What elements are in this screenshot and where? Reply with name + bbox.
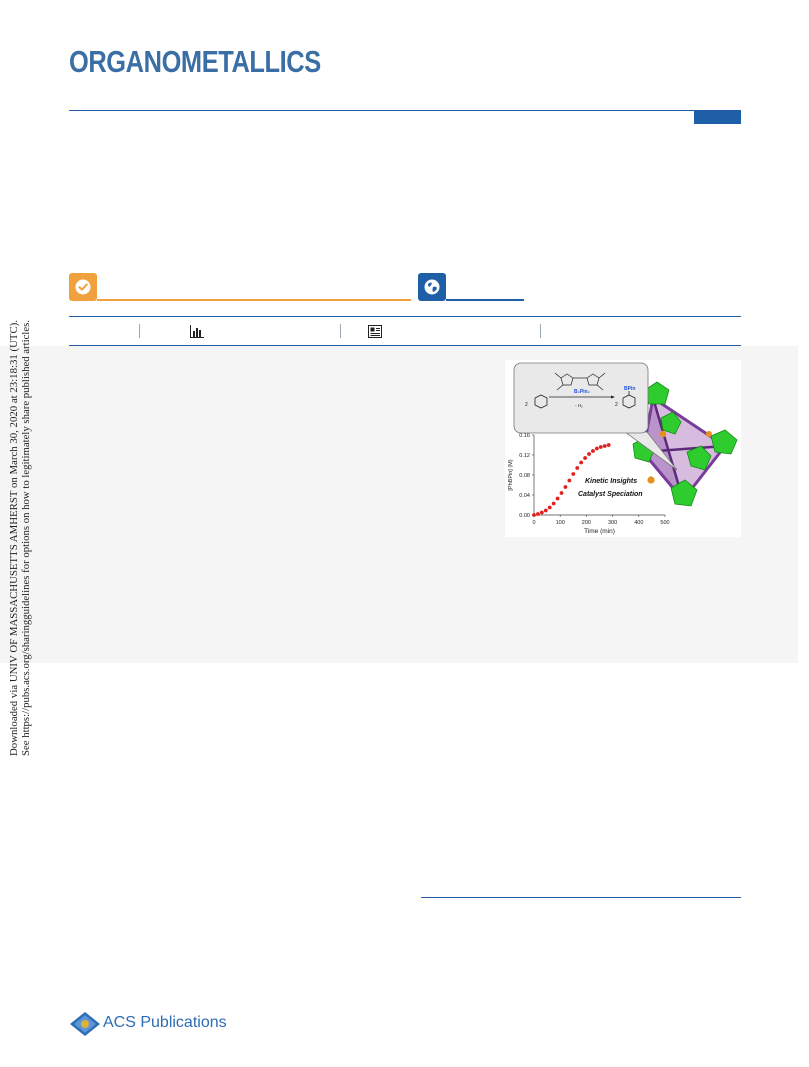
metrics-bottom-rule xyxy=(69,345,741,346)
chart-point xyxy=(594,446,599,451)
license-rule xyxy=(446,299,524,301)
download-notice: Downloaded via UNIV OF MASSACHUSETTS AMH… xyxy=(4,318,32,758)
coefficient-left: 2 xyxy=(525,402,528,408)
chart-point xyxy=(579,460,584,465)
chart-point xyxy=(606,443,611,447)
chart-x-tick-label: 200 xyxy=(582,520,591,526)
chart-y-ticks: 0.00 0.04 0.08 0.12 0.16 xyxy=(519,433,534,519)
product-label: BPin xyxy=(624,386,635,392)
journal-title: ORGANOMETALLICS xyxy=(69,44,321,79)
chart-point xyxy=(555,496,560,501)
check-badge[interactable] xyxy=(69,273,97,301)
chart-points xyxy=(532,443,611,517)
chart-point xyxy=(575,466,580,470)
scheme-callout: B₂Pin₂ - H₂ 2 2 BPin xyxy=(513,362,678,471)
chart-point xyxy=(547,505,552,510)
chart-point xyxy=(543,508,548,513)
metrics-separator xyxy=(540,324,541,338)
globe-icon xyxy=(424,279,440,295)
chart-point xyxy=(587,452,591,456)
chart-point xyxy=(532,513,536,517)
article-icon[interactable] xyxy=(368,325,382,338)
globe-badge[interactable] xyxy=(418,273,446,301)
benzene-structure xyxy=(534,394,548,409)
chart-point xyxy=(598,445,603,449)
download-notice-line1: Downloaded via UNIV OF MASSACHUSETTS AMH… xyxy=(8,320,20,756)
chart-point xyxy=(563,485,568,489)
byproduct-label: - H₂ xyxy=(575,403,583,408)
chart-y-tick-label: 0.08 xyxy=(519,473,530,479)
metrics-separator xyxy=(340,324,341,338)
b2pin2-structure xyxy=(554,372,606,391)
chart-point xyxy=(551,501,556,506)
chart-y-tick-label: 0.16 xyxy=(519,433,530,439)
access-rule xyxy=(97,299,411,301)
chart-point xyxy=(559,491,564,495)
chart-point xyxy=(571,472,576,476)
chart-y-label: [PhBPin] (M) xyxy=(508,459,514,490)
toc-graphic: B₂Pin₂ - H₂ 2 2 BPin 0.00 0.04 0.08 0.12 0.1… xyxy=(505,360,741,537)
chart-x-tick-label: 500 xyxy=(660,520,669,526)
coefficient-right: 2 xyxy=(615,402,618,408)
chart-y-tick-label: 0.12 xyxy=(519,453,530,459)
chart-x-tick-label: 0 xyxy=(532,520,535,526)
metrics-top-rule xyxy=(69,316,741,317)
chart-point xyxy=(583,456,587,460)
kinetics-chart: 0.00 0.04 0.08 0.12 0.16 0 100 200 300 400 500 Ti… xyxy=(508,433,670,535)
chart-x-tick-label: 400 xyxy=(634,520,643,526)
chart-x-tick-label: 300 xyxy=(608,520,617,526)
reagent-label: B₂Pin₂ xyxy=(574,389,590,395)
header-tab xyxy=(694,110,741,124)
publisher-name: ACS Publications xyxy=(103,1014,227,1031)
annotation-catalyst-speciation: Catalyst Speciation xyxy=(578,491,643,498)
chart-point xyxy=(539,510,544,515)
chart-point xyxy=(536,512,540,516)
chart-point xyxy=(567,478,572,483)
metrics-separator xyxy=(139,324,140,338)
chart-y-tick-label: 0.04 xyxy=(519,493,530,499)
checkmark-icon xyxy=(75,279,91,295)
acs-logo[interactable] xyxy=(69,1011,101,1037)
chart-x-label: Time (min) xyxy=(584,528,615,535)
header-rule xyxy=(69,110,741,111)
chart-point xyxy=(591,449,595,453)
footnote-rule xyxy=(421,897,741,898)
bar-chart-icon[interactable] xyxy=(190,325,204,338)
chart-y-tick-label: 0.00 xyxy=(519,513,530,519)
annotation-kinetic-insights: Kinetic Insights xyxy=(585,478,637,485)
chart-point xyxy=(602,444,607,448)
download-notice-line2: See https://pubs.acs.org/sharingguidelin… xyxy=(20,320,32,756)
chart-x-tick-label: 100 xyxy=(556,520,565,526)
